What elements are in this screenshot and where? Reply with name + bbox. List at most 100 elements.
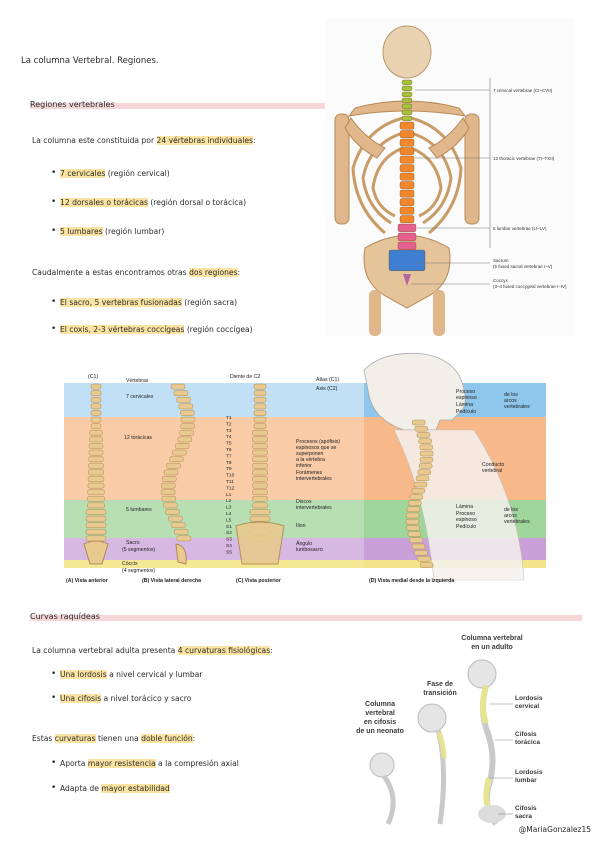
vertebra [405,518,420,525]
label-foramenes: Forámenes [296,470,323,476]
vertebra [160,489,176,496]
caption-b: (B) Vista lateral derecha [142,578,201,584]
funcion-text: Estas curvaturas tienen una doble funció… [32,734,196,743]
list-item: Adapta de mayor estabilidad [51,783,170,793]
vertebra [87,476,105,482]
vertebra [419,450,434,457]
intro-text: La columna este constituida por 24 vérte… [32,136,256,145]
label-sacro: Sacro [126,540,140,546]
vertebra [85,535,107,542]
label-12-toracicas: 12 torácicas [124,435,152,441]
svg-text:de un neonato: de un neonato [356,728,404,735]
intro-highlight: 24 vértebras individuales [156,136,253,145]
vertebra [176,535,192,542]
vertebra [90,390,102,397]
vertebra [85,522,107,529]
vertebra-level-label: S1 [226,524,232,530]
svg-text:vertebrales: vertebrales [504,519,530,525]
vertebra [399,189,415,198]
svg-text:en cifosis: en cifosis [364,719,396,726]
label-c1: (C1) [88,374,98,380]
spine-segments [388,79,426,286]
sacrum [83,540,109,565]
vertebra [399,198,415,207]
neonate-skull [369,752,395,778]
vertebra [252,489,268,496]
label-vertebras: Vértebras [126,378,149,384]
label-axis: Axis (C2) [316,386,338,392]
vertebra [413,481,428,488]
vertebra [401,103,413,110]
label-angulo: Ángulo [296,540,312,547]
vertebra [161,495,177,502]
svg-text:de los: de los [504,392,518,398]
vertebra [252,443,268,449]
vertebra [252,436,268,443]
label-atlas: Atlas (C1) [316,377,339,383]
vertebra [90,403,102,410]
vertebra-level-label: T7 [226,453,232,459]
vertebra [163,469,179,476]
label-sacrum-detail: (5 fused sacral vertebrae I–V) [493,264,553,269]
label-7-cervicales: 7 cervicales [126,394,154,400]
label-proceso-2: Proceso [456,511,475,517]
label-lamina-2: Lámina [456,504,473,510]
skeleton-back-figure: 7 cervical vertebrae (CI–CVII) 12 thorac… [325,18,575,336]
vertebra [401,91,413,98]
vertebra [399,155,415,164]
vertebra-level-label: L3 [226,505,232,511]
list-item: 7 cervicales (región cervical) [51,168,170,178]
vertebra [415,475,430,482]
label-sacrum: Sacrum [493,258,509,263]
vertebra [253,403,267,410]
rib-cage [351,116,463,235]
svg-text:lumbosacro: lumbosacro [296,547,323,553]
vertebra [163,502,178,509]
shoulders [334,100,480,225]
vertebra [399,121,415,130]
vertebra [409,537,423,544]
vertebra [249,509,271,515]
list-item: El coxis, 2-3 vértebras coccígeas (regió… [51,324,253,334]
vertebra [407,500,422,506]
pelvis [235,521,285,565]
vertebra [160,482,176,489]
head-silhouette [363,353,466,431]
curvas-intro: La columna vertebral adulta presenta 4 c… [32,646,273,655]
list-item: 12 dorsales o torácicas (región dorsal o… [51,197,246,207]
svg-text:transición: transición [423,690,456,697]
vertebra [90,423,102,430]
vertebra [88,456,104,463]
vertebra-level-label: L5 [226,517,232,523]
vertebra [388,249,426,271]
vertebra [252,476,268,482]
label-pediculo-2: Pedículo [456,524,476,530]
vertebra [401,85,413,92]
label-proceso-espinoso-1: Proceso [456,389,475,395]
vertebra-level-label: S3 [226,537,232,543]
vertebra [253,416,267,423]
label-sacro-segmentos: (5 segmentos) [122,547,155,553]
spine-views-figure: (C1) Vértebras Diente de C2 Atlas (C1) A… [64,350,546,588]
svg-text:cervical: cervical [515,703,539,710]
vertebra [166,462,181,469]
svg-text:Lordosis: Lordosis [515,695,543,702]
vertebra [252,449,268,456]
vertebra [171,522,186,529]
vertebra [178,403,194,410]
vertebra [419,456,434,463]
vertebra [87,482,105,489]
list-item: Aporta mayor resistencia a la compresión… [51,758,239,768]
svg-text:Cifosis: Cifosis [515,805,537,812]
svg-text:Columna vertebral: Columna vertebral [461,635,523,642]
vertebra-level-label: T1 [226,415,232,421]
vertebra-level-label: T12 [226,485,235,491]
svg-text:sacra: sacra [515,813,532,820]
svg-text:superponen: superponen [296,451,324,457]
vertebra [253,390,267,397]
svg-text:lumbar: lumbar [515,777,537,784]
svg-text:vertebral: vertebral [482,468,502,474]
list-item: Una lordosis a nivel cervical y lumbar [51,669,203,679]
vertebra [406,506,421,513]
femur-right [433,290,445,336]
